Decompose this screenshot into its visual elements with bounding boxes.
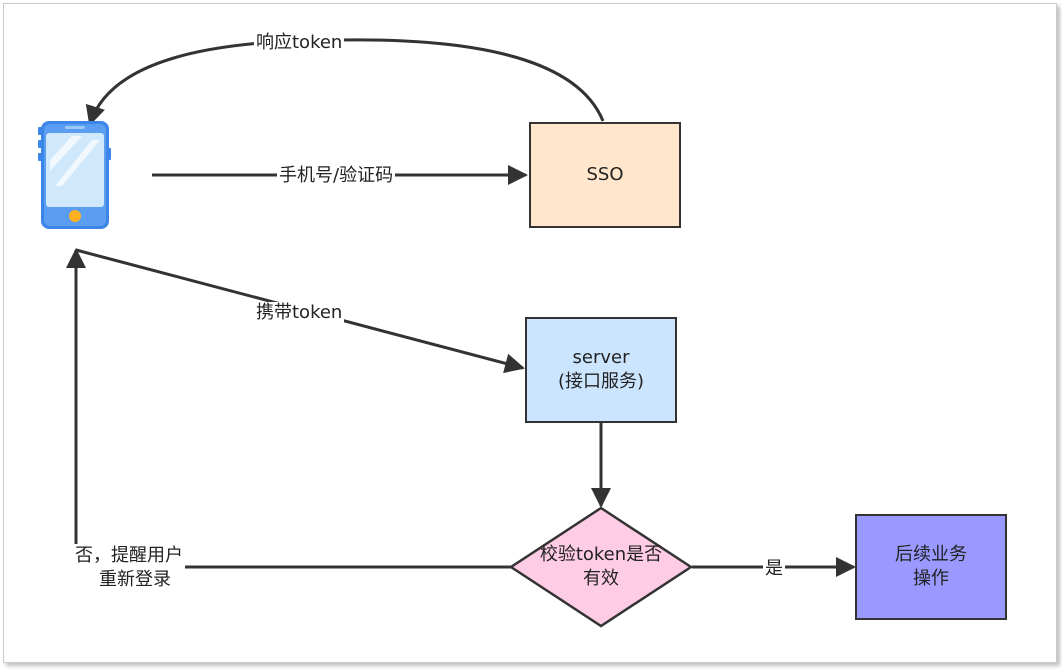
edge-no [66, 248, 511, 569]
sso-label: SSO [586, 164, 624, 185]
server-box: server (接口服务) [525, 317, 677, 423]
edge-label-yes: 是 [763, 558, 785, 580]
decision-label-line2: 有效 [583, 568, 619, 589]
edge-label-phone-code: 手机号/验证码 [277, 165, 396, 187]
business-label-line1: 后续业务 [895, 544, 967, 565]
server-label: server [572, 347, 630, 368]
edge-label-response-token: 响应token [254, 32, 345, 54]
mobile-phone-icon [38, 121, 111, 229]
edge-response-token [85, 38, 605, 126]
decision-diamond [508, 506, 694, 628]
business-label-line2: 操作 [913, 568, 949, 589]
business-box: 后续业务 操作 [855, 514, 1007, 620]
edge-label-no-line2: 重新登录 [99, 569, 171, 590]
server-sublabel: (接口服务) [557, 371, 645, 392]
decision-label: 校验token是否 有效 [521, 543, 681, 591]
edge-label-no: 否，提醒用户 重新登录 [73, 544, 185, 592]
edge-label-carry-token: 携带token [254, 302, 345, 324]
decision-label-line1: 校验token是否 [539, 544, 663, 565]
edge-label-no-line1: 否，提醒用户 [75, 545, 183, 566]
sso-box: SSO [529, 122, 681, 228]
